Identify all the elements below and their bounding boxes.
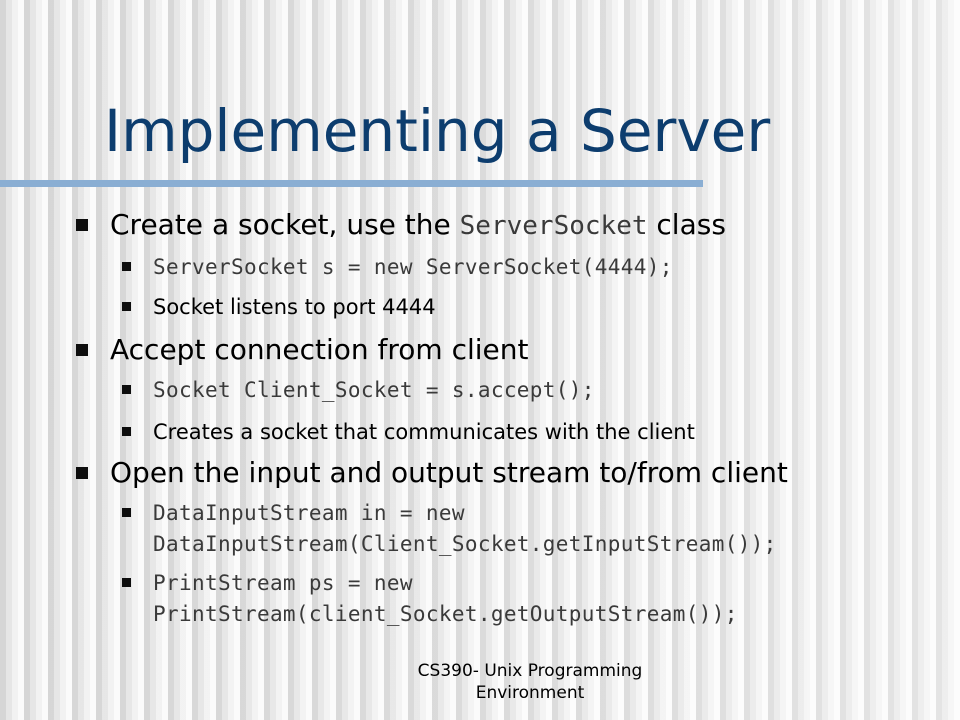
sub-item-code: Socket Client_Socket = s.accept(); xyxy=(153,378,595,402)
slide-footer: CS390- Unix Programming Environment xyxy=(380,660,680,704)
footer-line-2: Environment xyxy=(475,683,585,703)
bullet-marker xyxy=(76,219,88,231)
bullet-1-text-before: Create a socket, use the xyxy=(110,208,460,241)
sub-bullet-marker xyxy=(122,427,131,436)
bullet-marker xyxy=(76,467,88,479)
sub-bullet-marker xyxy=(122,578,131,587)
bullet-1-text: Create a socket, use the ServerSocket cl… xyxy=(110,208,726,243)
title-underline xyxy=(0,180,703,187)
sub-bullet-marker xyxy=(122,262,131,271)
bullet-1-code: ServerSocket xyxy=(459,211,648,241)
slide-title: Implementing a Server xyxy=(104,97,771,165)
bullet-3-text: Open the input and output stream to/from… xyxy=(110,456,788,489)
sub-item-code: PrintStream ps = new xyxy=(153,571,413,595)
sub-bullet-marker xyxy=(122,302,131,311)
footer-line-1: CS390- Unix Programming xyxy=(417,661,643,681)
sub-item-text: Creates a socket that communicates with … xyxy=(153,420,695,444)
sub-item-code: DataInputStream in = new xyxy=(153,501,465,525)
sub-item-text: Socket listens to port 4444 xyxy=(153,295,436,319)
sub-item-code: ServerSocket s = new ServerSocket(4444); xyxy=(153,255,673,279)
sub-item-code-continuation: DataInputStream(Client_Socket.getInputSt… xyxy=(153,532,777,556)
bullet-2-text: Accept connection from client xyxy=(110,333,529,366)
sub-bullet-marker xyxy=(122,508,131,517)
sub-item-code-continuation: PrintStream(client_Socket.getOutputStrea… xyxy=(153,602,738,626)
bullet-1-text-after: class xyxy=(647,208,726,241)
sub-bullet-marker xyxy=(122,385,131,394)
bullet-marker xyxy=(76,344,88,356)
